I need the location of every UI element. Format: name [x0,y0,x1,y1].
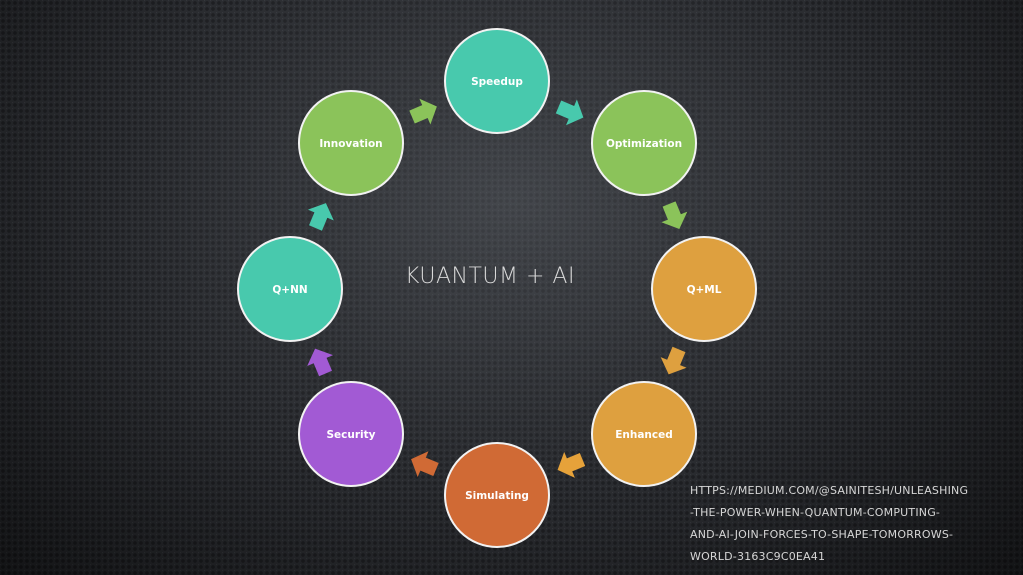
node-circle [591,90,697,196]
arrow-down-left-icon [660,346,687,375]
node-innovation: Innovation [298,90,404,196]
node-label: Optimization [606,138,682,150]
node-circle [237,236,343,342]
source-url-line: HTTPS://MEDIUM.COM/@SAINITESH/UNLEASHING [690,484,969,497]
arrow-simulating-to-security [411,451,439,478]
arrow-speedup-to-optimization [555,99,584,126]
node-circle [298,90,404,196]
node-label: Q+NN [272,284,307,296]
arrow-left-up-icon [411,451,439,478]
node-label: Speedup [471,76,523,88]
node-q-nn: Q+NN [237,236,343,342]
arrow-right-down-icon [555,99,584,126]
node-circle [591,381,697,487]
node-security: Security [298,381,404,487]
node-label: Innovation [319,138,382,150]
node-circle [444,28,550,134]
node-label: Q+ML [687,284,722,296]
source-url-line: WORLD-3163C9C0EA41 [690,550,826,563]
diagram-title: KUANTUM + AI [405,264,575,289]
arrow-q-ml-to-enhanced [660,346,687,375]
source-url-line: -THE-POWER-WHEN-QUANTUM-COMPUTING- [690,506,941,519]
node-speedup: Speedup [444,28,550,134]
node-enhanced: Enhanced [591,381,697,487]
arrow-up-icon [307,348,334,377]
arrow-down-icon [661,201,688,229]
node-optimization: Optimization [591,90,697,196]
source-url: HTTPS://MEDIUM.COM/@SAINITESH/UNLEASHING… [690,480,1020,568]
node-label: Enhanced [615,429,673,441]
node-label: Security [326,429,375,441]
arrow-security-to-q-nn [307,348,334,377]
node-label: Simulating [465,490,529,502]
arrow-enhanced-to-simulating [557,451,586,478]
node-circle [444,442,550,548]
arrow-optimization-to-q-ml [661,201,688,229]
arrow-up-right-icon [307,203,334,231]
arrow-left-down-icon [557,451,586,478]
node-circle [298,381,404,487]
source-url-line: AND-AI-JOIN-FORCES-TO-SHAPE-TOMORROWS- [690,528,954,541]
arrow-innovation-to-speedup [409,98,437,125]
node-circle [651,236,757,342]
node-q-ml: Q+ML [651,236,757,342]
node-simulating: Simulating [444,442,550,548]
arrow-q-nn-to-innovation [307,203,334,231]
arrow-right-up-icon [409,98,437,125]
